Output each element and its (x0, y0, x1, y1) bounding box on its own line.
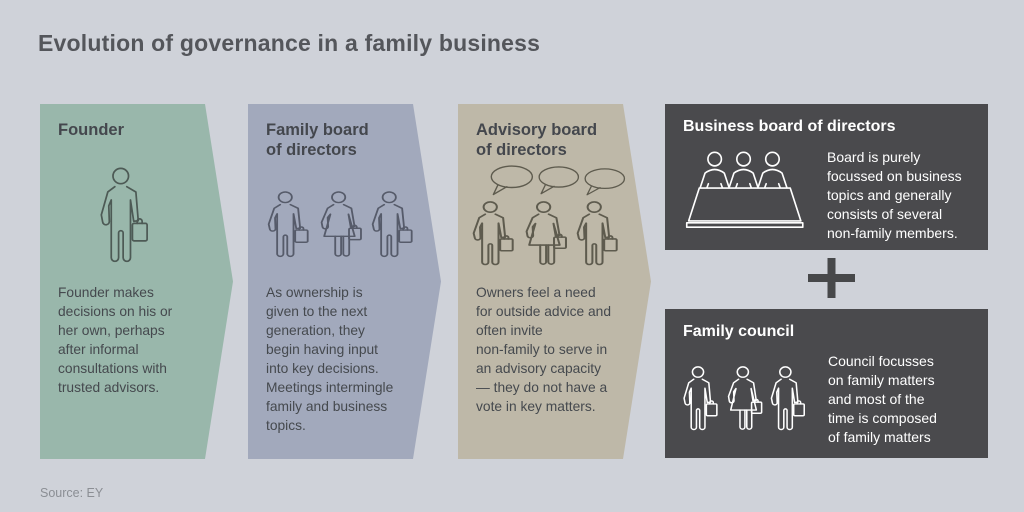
three-people-with-briefcases-icon (265, 190, 415, 262)
person-with-briefcase-icon (97, 167, 151, 268)
stage-panel-advisory-board: Advisory board of directors Owners feel … (458, 104, 651, 459)
source-note: Source: EY (40, 486, 104, 500)
business-board-description: Board is purely focussed on business top… (827, 149, 962, 241)
stage-family-board-heading: Family board of directors (266, 121, 369, 159)
speech-bubble-icon (585, 169, 624, 195)
speech-bubble-icon (491, 166, 532, 194)
business-board-heading: Business board of directors (683, 118, 896, 135)
business-board-panel: Business board of directors Board is pur… (665, 104, 988, 250)
family-council-panel: Family council Council focusses on famil… (665, 309, 988, 458)
stage-family-board-description: As ownership is given to the next genera… (266, 285, 394, 433)
stage-advisory-board-heading: Advisory board of directors (476, 121, 598, 159)
board-of-directors-table-icon (685, 151, 804, 229)
three-people-with-speech-bubbles-icon (468, 164, 626, 272)
page-title: Evolution of governance in a family busi… (38, 30, 541, 56)
stage-advisory-board-description: Owners feel a need for outside advice an… (476, 285, 611, 414)
family-council-heading: Family council (683, 323, 795, 340)
plus-icon (808, 258, 855, 298)
stage-panel-founder: Founder Founder makes decisions on his o… (40, 104, 233, 459)
family-council-description: Council focusses on family matters and m… (828, 353, 937, 445)
speech-bubble-icon (539, 167, 578, 194)
stage-founder-description: Founder makes decisions on his or her ow… (58, 285, 173, 395)
stage-panel-family-board: Family board of directors As ownership i… (248, 104, 441, 459)
stage-founder-heading: Founder (58, 121, 124, 139)
three-people-with-briefcases-icon (681, 365, 807, 435)
